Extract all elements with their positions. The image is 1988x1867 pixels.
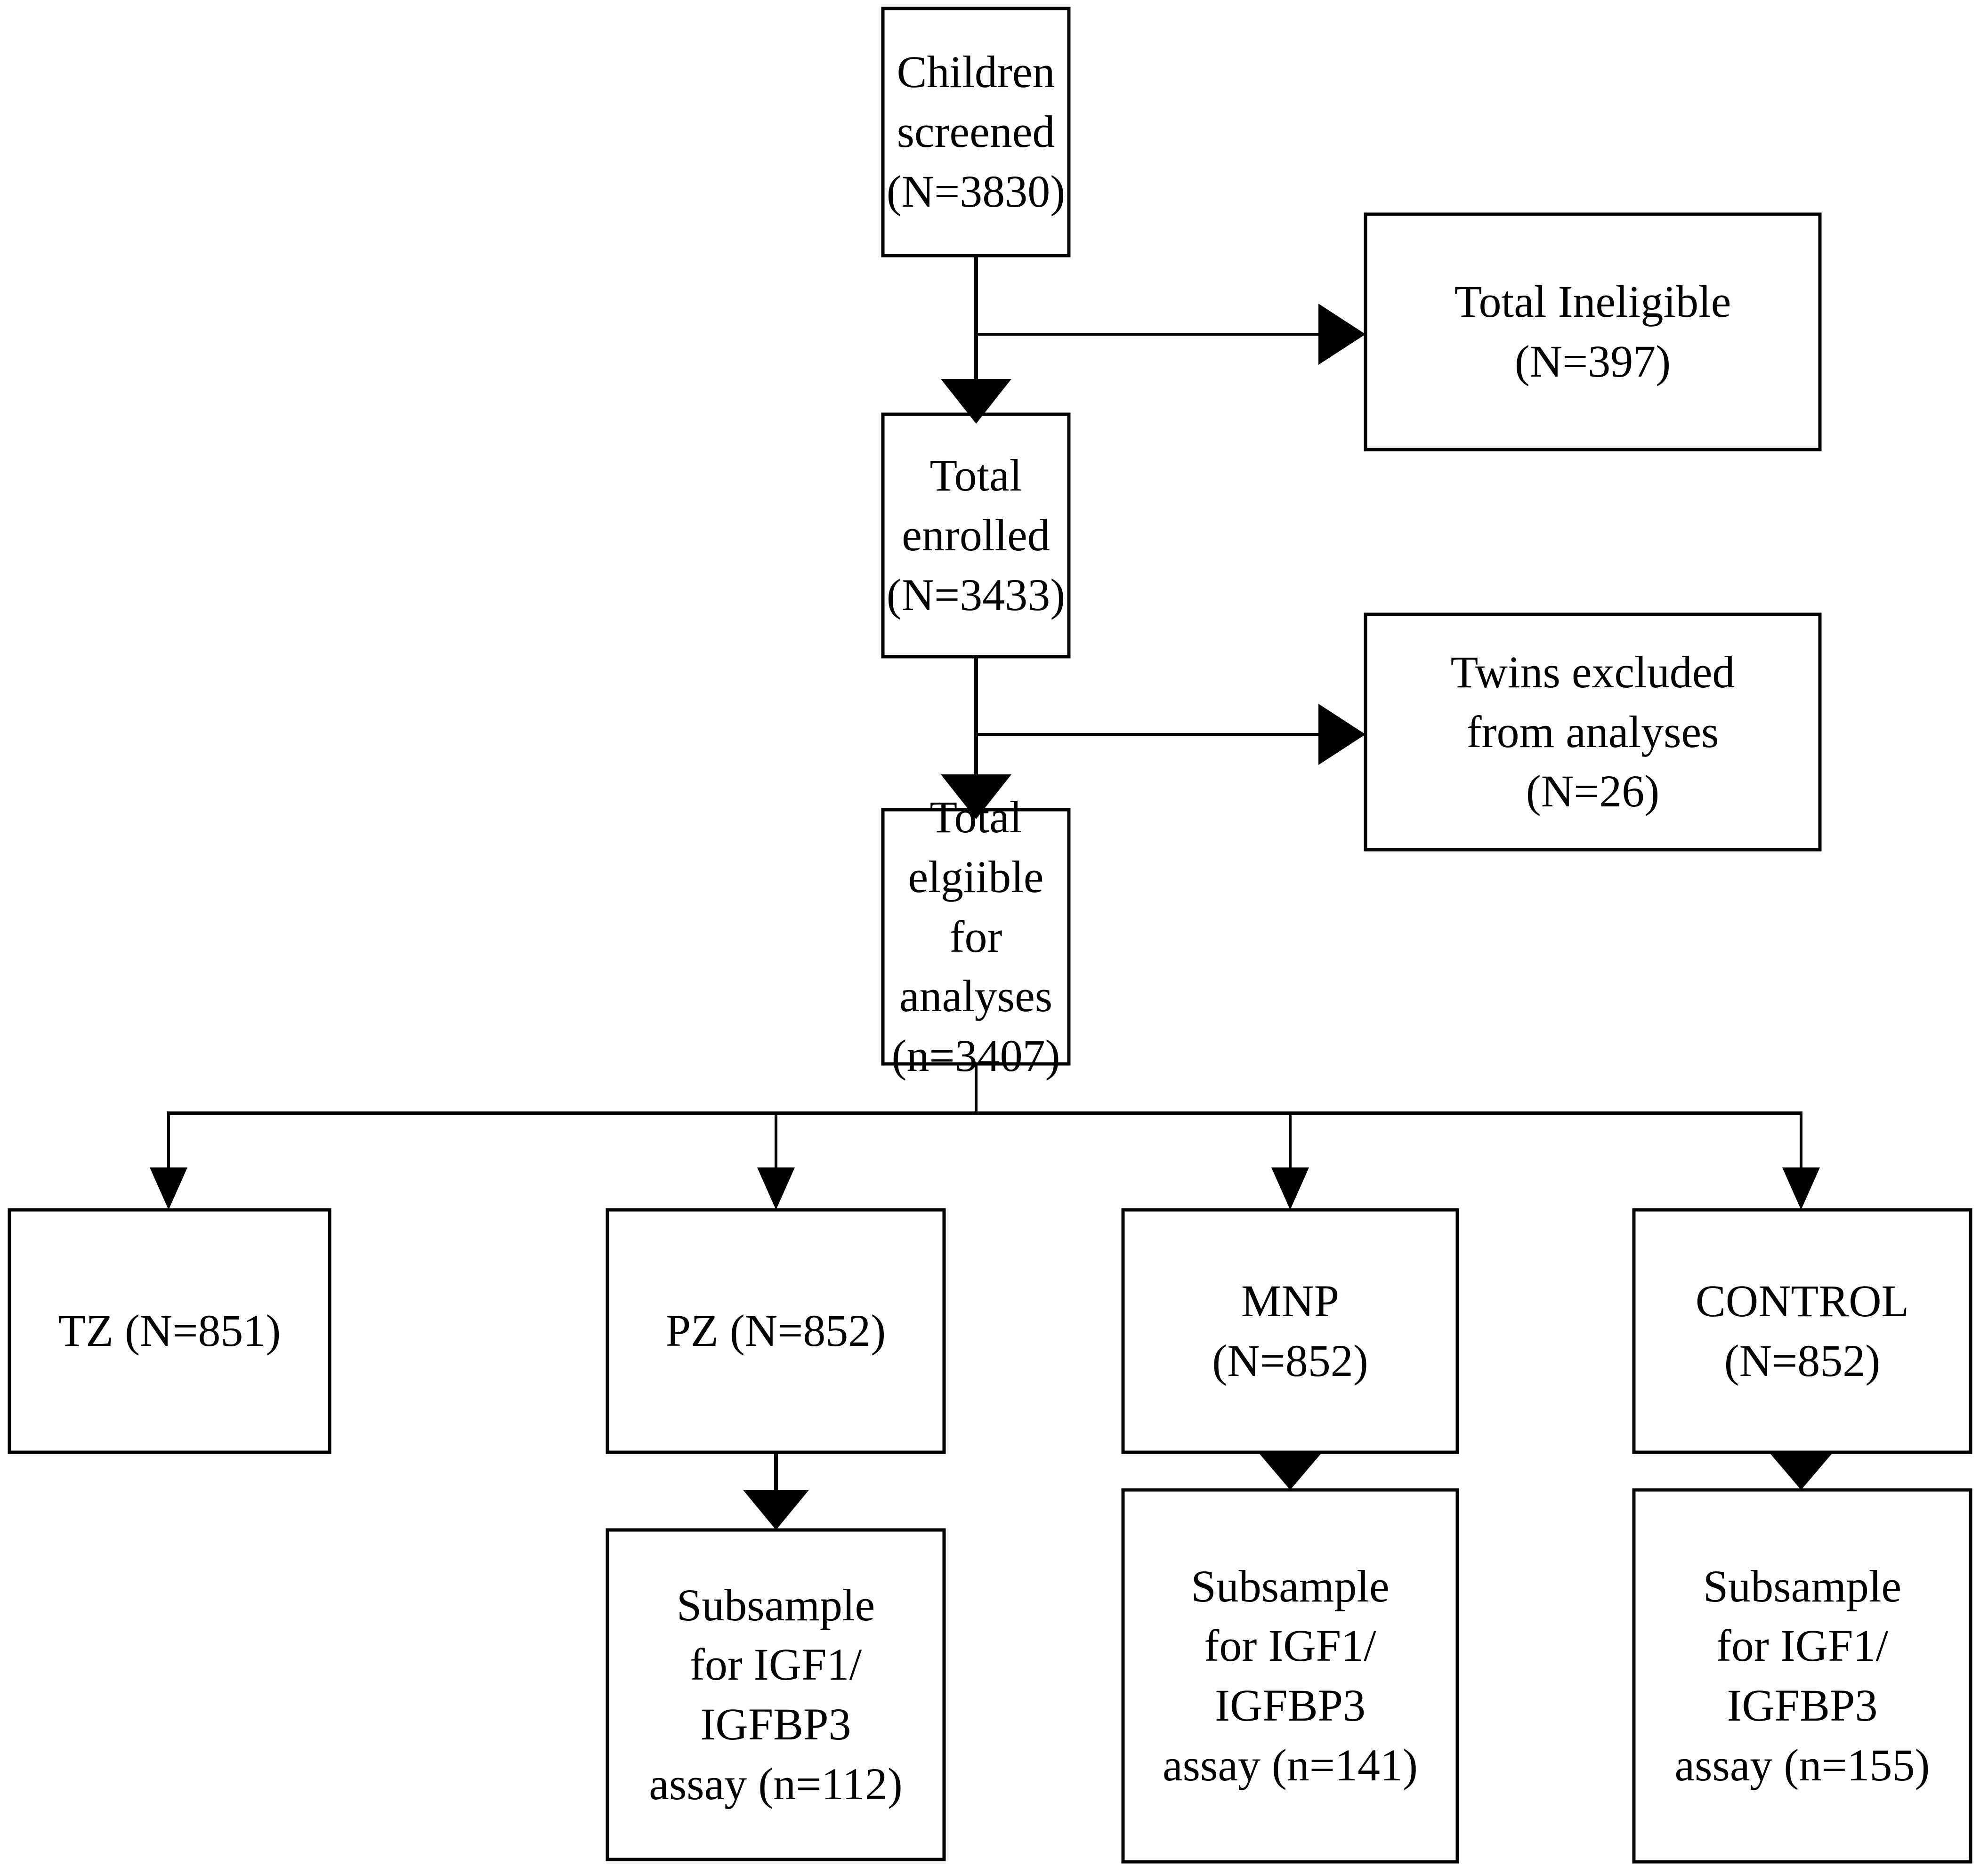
box-control: [1632, 1208, 1972, 1454]
box-pz: [606, 1208, 946, 1454]
box-total-enrolled: [881, 412, 1071, 659]
arrowhead-split-to-control: [1782, 1167, 1820, 1210]
box-mnp-subsample: [1121, 1488, 1459, 1864]
box-total-ineligible: [1364, 212, 1822, 451]
box-total-eligible: [881, 808, 1071, 1066]
arrowhead-split-to-tz: [150, 1167, 187, 1210]
arrowhead-control-to-subsample: [1769, 1452, 1833, 1490]
box-twins-excluded: [1364, 612, 1822, 852]
box-children-screened: [881, 7, 1071, 258]
arrowhead-split-to-mnp: [1271, 1167, 1309, 1210]
arrowhead-enrolled-to-twins: [1318, 704, 1366, 765]
arrowhead-mnp-to-subsample: [1258, 1452, 1322, 1490]
arrowhead-screened-to-enrolled: [941, 379, 1011, 424]
arrowhead-enrolled-to-eligible: [941, 774, 1011, 819]
arrowhead-screened-to-ineligible: [1318, 304, 1366, 365]
arrowhead-pz-to-subsample: [743, 1490, 809, 1530]
box-mnp: [1121, 1208, 1459, 1454]
arrowhead-split-to-pz: [757, 1167, 795, 1210]
box-tz: [8, 1208, 331, 1454]
box-pz-subsample: [606, 1528, 946, 1861]
box-control-subsample: [1632, 1488, 1972, 1864]
